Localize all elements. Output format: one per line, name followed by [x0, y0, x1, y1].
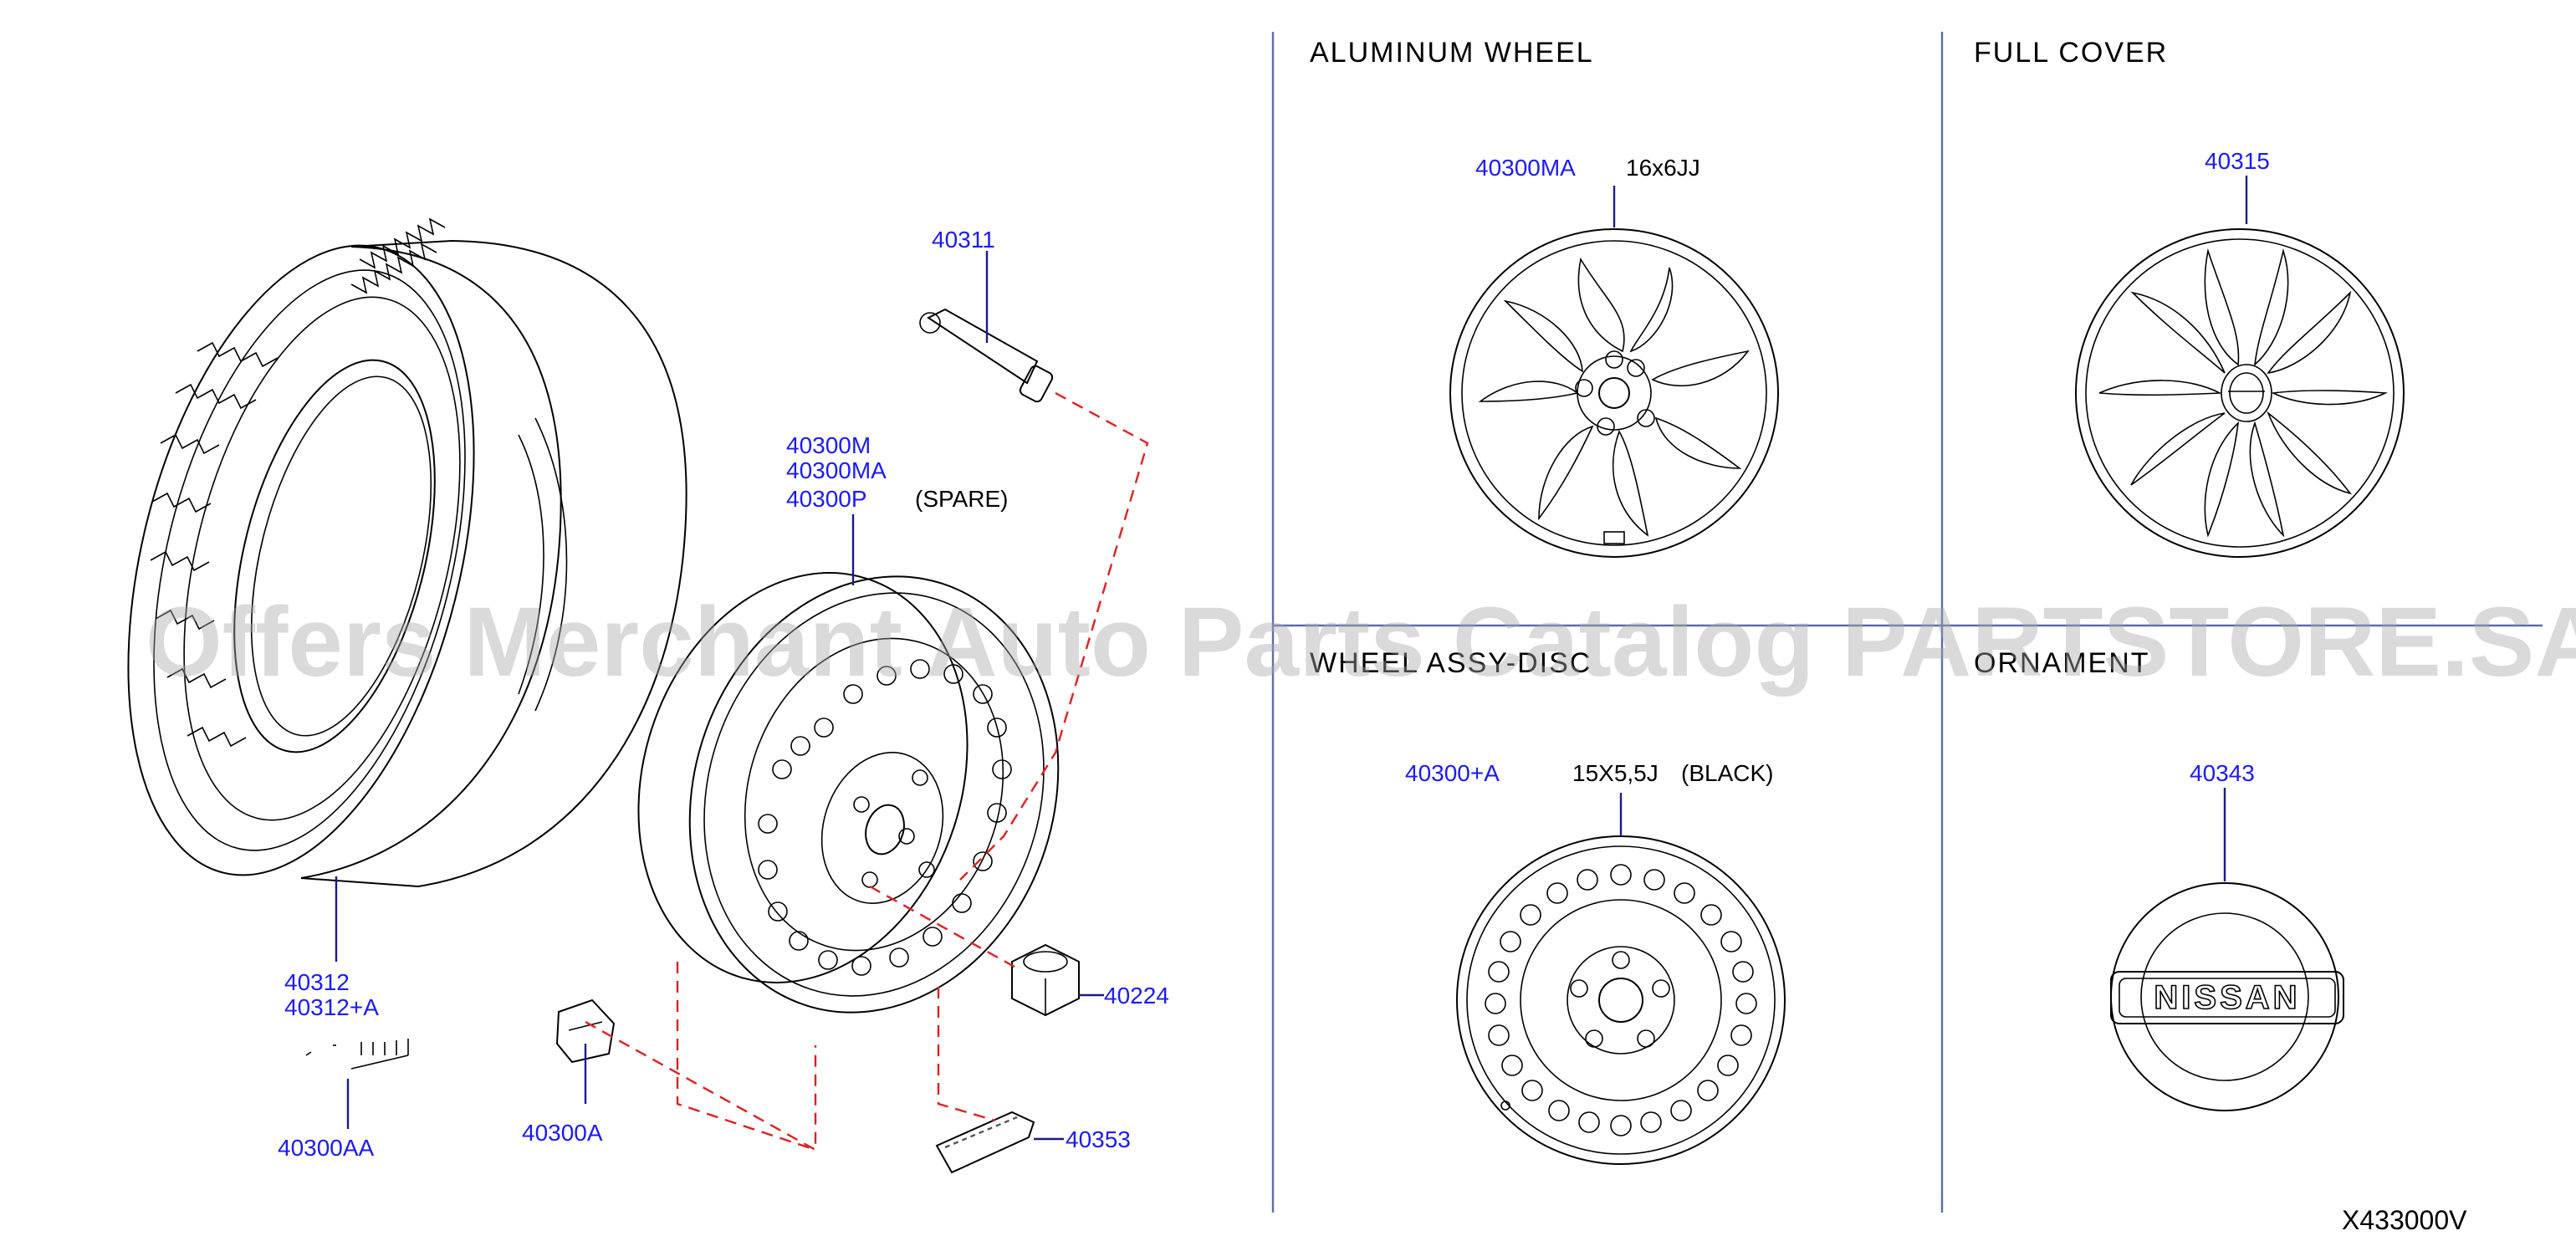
part-number-ornament: 40343: [2190, 760, 2255, 786]
balance-weight-illustration: [305, 1039, 409, 1070]
label-sticker-illustration: [935, 1111, 1035, 1174]
disc-wheel-color: (BLACK): [1681, 760, 1773, 786]
assembly-dashed-lines: [585, 391, 1149, 1152]
disc-wheel-illustration: [1456, 835, 1786, 1165]
watermark-text: Offers Merchant Auto Parts Catalog PARTS…: [146, 587, 2576, 697]
part-number-label: 40353: [1066, 1126, 1131, 1152]
ornament-logo-text: NISSAN: [2154, 979, 2300, 1016]
tire-illustration: [127, 217, 687, 888]
part-number-tire-1: 40312: [284, 969, 350, 995]
header-full-cover: FULL COVER: [1974, 37, 2168, 69]
part-number-alu-wheel: 40300MA: [1475, 155, 1576, 181]
disc-wheel-size: 15X5,5J: [1572, 760, 1659, 786]
alu-wheel-size: 16x6JJ: [1626, 155, 1700, 181]
aluminum-wheel-illustration: [1449, 228, 1779, 558]
part-number-weight: 40300AA: [278, 1135, 375, 1161]
leader-lines-main: [335, 251, 1104, 1141]
ornament-illustration: NISSAN: [2110, 882, 2344, 1111]
part-number-full-cover: 40315: [2205, 148, 2270, 174]
header-ornament: ORNAMENT: [1974, 647, 2150, 679]
part-number-wheel-3: 40300P: [786, 486, 867, 512]
part-number-sensor: 40300A: [522, 1120, 603, 1146]
section-dividers: [1271, 32, 2543, 1213]
pressure-sensor-illustration: [555, 998, 616, 1064]
part-number-wheel-1: 40300M: [786, 432, 871, 458]
full-cover-illustration: [2075, 228, 2405, 558]
part-number-tire-2: 40312+A: [284, 994, 379, 1020]
part-number-valve: 40311: [932, 227, 995, 253]
part-number-disc-wheel: 40300+A: [1405, 760, 1500, 786]
diagram-code: X433000V: [2342, 1205, 2467, 1235]
header-aluminum-wheel: ALUMINUM WHEEL: [1310, 37, 1594, 69]
spare-note: (SPARE): [915, 486, 1009, 512]
header-wheel-assy-disc: WHEEL ASSY-DISC: [1310, 647, 1592, 679]
spare-wheel-illustration: [637, 572, 1060, 1014]
part-number-nut: 40224: [1104, 983, 1169, 1009]
valve-stem-illustration: [919, 308, 1054, 403]
part-number-wheel-2: 40300MA: [786, 457, 887, 483]
wheel-nut-illustration: [1011, 943, 1080, 1017]
